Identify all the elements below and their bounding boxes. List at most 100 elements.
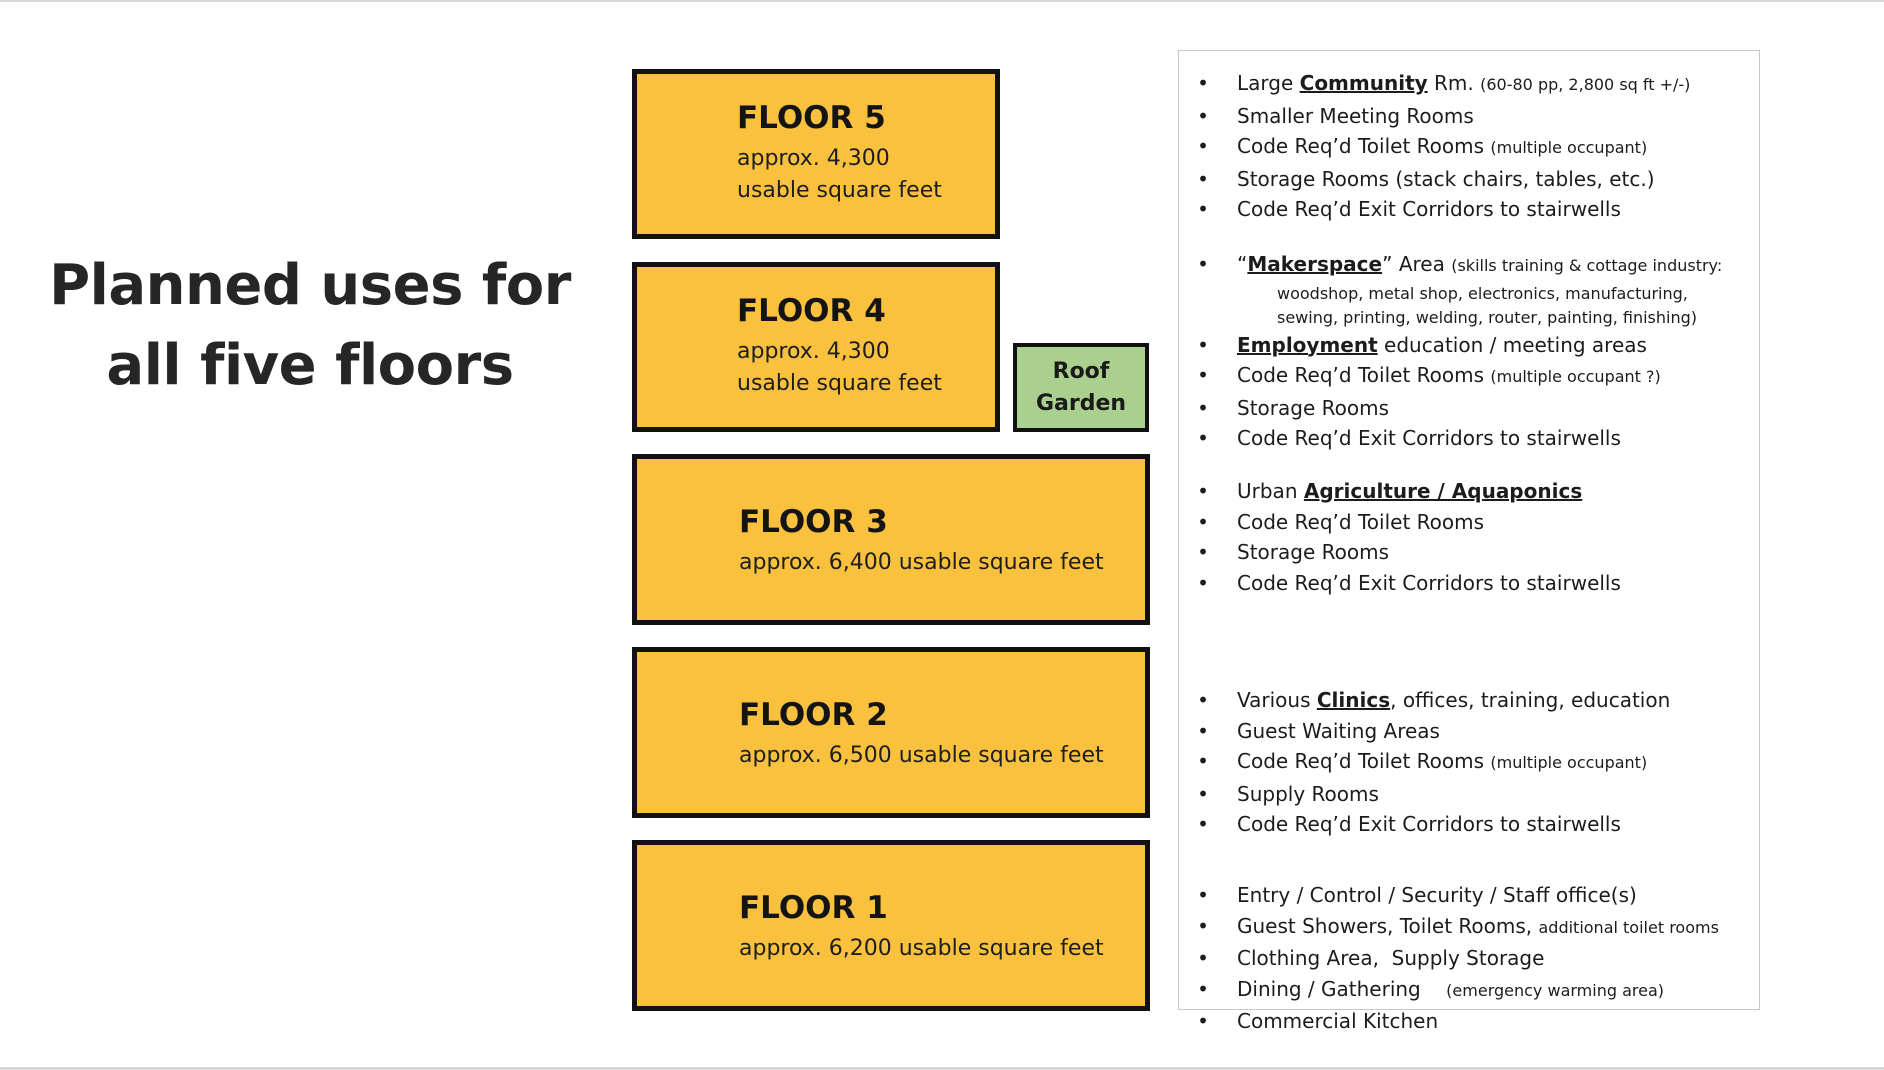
bullet-icon: • [1197, 946, 1209, 970]
list-item: • Code Req’d Toilet Rooms [1179, 507, 1759, 538]
roof-garden-block: Roof Garden [1013, 343, 1149, 432]
floor-2-area: approx. 6,500 usable square feet [739, 743, 1104, 768]
title-line-1: Planned uses for [49, 253, 571, 318]
use-text: “ [1237, 252, 1248, 276]
list-item: • Guest Showers, Toilet Rooms, additiona… [1179, 911, 1759, 944]
use-text: Code Req’d Toilet Rooms [1237, 363, 1491, 387]
use-text: Code Req’d Exit Corridors to stairwells [1237, 812, 1621, 836]
floor-4-area: approx. 4,300 usable square feet [737, 339, 942, 396]
bullet-icon: • [1197, 1009, 1209, 1033]
list-item: • Guest Waiting Areas [1179, 716, 1759, 747]
bullet-icon: • [1197, 913, 1209, 938]
title-line-2: all five floors [106, 333, 514, 398]
floor-4-name: FLOOR 4 [737, 293, 886, 329]
planned-uses-panel: • Large Community Rm. (60-80 pp, 2,800 s… [1178, 50, 1760, 1033]
use-keyword: Clinics [1316, 688, 1391, 712]
list-item: • Urban Agriculture / Aquaponics [1179, 476, 1759, 507]
bullet-icon: • [1197, 718, 1209, 743]
list-item: • Smaller Meeting Rooms [1179, 101, 1759, 132]
use-text: Guest Showers, Toilet Rooms, [1237, 913, 1539, 938]
list-item: • Code Req’d Exit Corridors to stairwell… [1179, 194, 1759, 225]
use-text: Smaller Meeting Rooms [1237, 103, 1474, 128]
list-item: • Large Community Rm. (60-80 pp, 2,800 s… [1179, 68, 1759, 101]
use-text: Code Req’d Toilet Rooms [1237, 134, 1491, 158]
floor-5-block: FLOOR 5 approx. 4,300 usable square feet [632, 69, 1000, 239]
floor-4-uses-list: • “Makerspace” Area (skills training & c… [1179, 249, 1759, 454]
list-item: • “Makerspace” Area (skills training & c… [1179, 249, 1759, 282]
floor-2-block: FLOOR 2 approx. 6,500 usable square feet [632, 647, 1150, 818]
list-item: • Commercial Kitchen [1179, 1006, 1759, 1037]
list-item: • Code Req’d Exit Corridors to stairwell… [1179, 568, 1759, 599]
list-item: • Employment education / meeting areas [1179, 330, 1759, 361]
floor-3-block: FLOOR 3 approx. 6,400 usable square feet [632, 454, 1150, 625]
use-note: additional toilet rooms [1538, 917, 1719, 937]
use-keyword: Agriculture / Aquaponics [1303, 479, 1583, 503]
floor-2-name: FLOOR 2 [739, 697, 888, 733]
use-text: Dining / Gathering [1237, 976, 1447, 1001]
list-item: • Storage Rooms (stack chairs, tables, e… [1179, 164, 1759, 195]
use-note: (emergency warming area) [1446, 980, 1664, 1000]
use-note: (skills training & cottage industry: [1451, 256, 1723, 275]
use-text: education / meeting areas [1377, 332, 1647, 357]
list-item: • Entry / Control / Security / Staff off… [1179, 880, 1759, 911]
use-text: ” Area [1382, 252, 1452, 276]
use-text: Entry / Control / Security / Staff offic… [1237, 883, 1637, 907]
bullet-icon: • [1197, 509, 1209, 534]
floor-3-uses-list: • Urban Agriculture / Aquaponics • Code … [1179, 476, 1759, 598]
use-text: Guest Waiting Areas [1237, 718, 1440, 743]
use-note-continuation: woodshop, metal shop, electronics, manuf… [1277, 283, 1688, 303]
list-item: • Storage Rooms [1179, 537, 1759, 568]
floor-1-block: FLOOR 1 approx. 6,200 usable square feet [632, 840, 1150, 1011]
use-text: Code Req’d Exit Corridors to stairwells [1237, 570, 1621, 595]
bullet-icon: • [1197, 781, 1209, 806]
bullet-icon: • [1197, 426, 1209, 450]
bullet-icon: • [1197, 812, 1209, 836]
floor-3-name: FLOOR 3 [739, 504, 888, 540]
floor-5-name: FLOOR 5 [737, 100, 886, 136]
floor-2-uses-list: • Various Clinics, offices, training, ed… [1179, 685, 1759, 840]
bullet-icon: • [1197, 688, 1209, 712]
bullet-icon: • [1197, 332, 1209, 357]
use-text: Large [1237, 71, 1300, 95]
use-text: Storage Rooms [1237, 540, 1389, 564]
bullet-icon: • [1197, 252, 1209, 276]
list-item: • Code Req’d Toilet Rooms (multiple occu… [1179, 360, 1759, 393]
bullet-icon: • [1197, 134, 1209, 158]
bullet-icon: • [1197, 395, 1209, 420]
bullet-icon: • [1197, 103, 1209, 128]
bullet-icon: • [1197, 976, 1209, 1001]
floor-5-uses-list: • Large Community Rm. (60-80 pp, 2,800 s… [1179, 68, 1759, 225]
bullet-icon: • [1197, 197, 1209, 221]
bullet-icon: • [1197, 479, 1209, 503]
use-text: Commercial Kitchen [1237, 1009, 1439, 1033]
use-text: Rm. [1427, 71, 1481, 95]
use-note: (multiple occupant ?) [1490, 367, 1661, 386]
top-divider [0, 0, 1884, 2]
use-text: Code Req’d Exit Corridors to stairwells [1237, 426, 1621, 450]
floor-1-uses-list: • Entry / Control / Security / Staff off… [1179, 880, 1759, 1037]
floor-3-area: approx. 6,400 usable square feet [739, 550, 1104, 575]
use-text: , offices, training, education [1390, 688, 1671, 712]
use-text: Supply Rooms [1237, 781, 1379, 806]
use-note: (multiple occupant) [1490, 753, 1648, 772]
use-text: Various [1237, 688, 1317, 712]
use-keyword: Community [1299, 71, 1428, 95]
bullet-icon: • [1197, 363, 1209, 387]
use-text: Storage Rooms [1237, 395, 1389, 420]
bullet-icon: • [1197, 166, 1209, 191]
bullet-icon: • [1197, 570, 1209, 595]
floor-5-area: approx. 4,300 usable square feet [737, 146, 942, 203]
slide-title: Planned uses for all five floors [40, 246, 580, 406]
list-item: • Code Req’d Exit Corridors to stairwell… [1179, 423, 1759, 454]
list-item: • Code Req’d Exit Corridors to stairwell… [1179, 809, 1759, 840]
list-item: • Supply Rooms [1179, 779, 1759, 810]
use-text: Urban [1237, 479, 1304, 503]
bullet-icon: • [1197, 71, 1209, 95]
use-text: Code Req’d Toilet Rooms [1237, 509, 1485, 534]
list-item: • Code Req’d Toilet Rooms (multiple occu… [1179, 746, 1759, 779]
list-item: • Storage Rooms [1179, 393, 1759, 424]
use-text: Storage Rooms (stack chairs, tables, etc… [1237, 166, 1655, 191]
use-text: Clothing Area, Supply Storage [1237, 946, 1545, 970]
use-note: (60-80 pp, 2,800 sq ft +/-) [1480, 75, 1691, 94]
use-note: (multiple occupant) [1490, 138, 1648, 157]
